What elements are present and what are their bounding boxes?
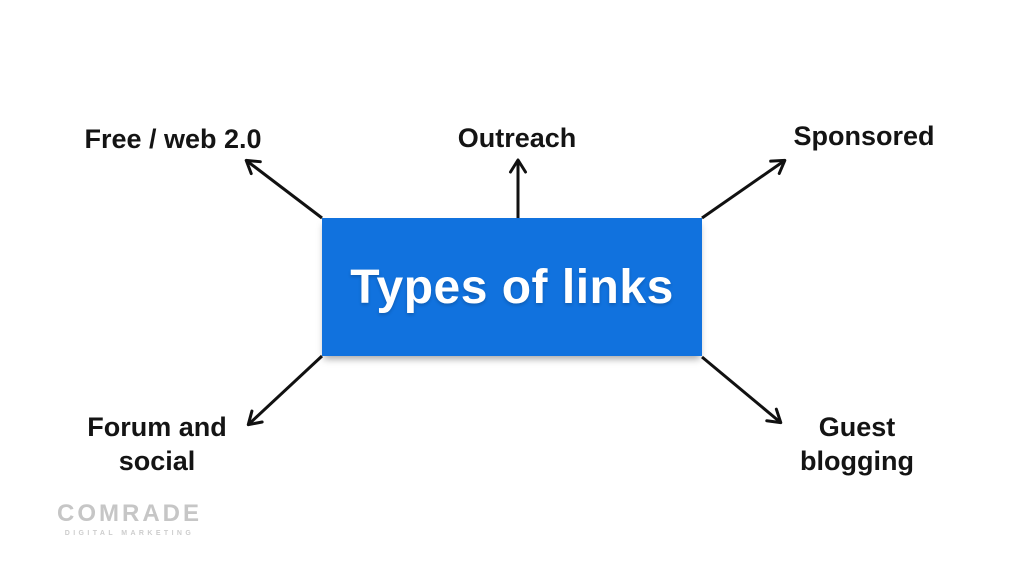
branch-label-forum-and-social: Forum and social [87, 412, 227, 476]
arrow-to-free-web-20 [244, 158, 323, 220]
center-node: Types of links [322, 218, 702, 356]
branch-label-free-web-20: Free / web 2.0 [84, 124, 262, 154]
comrade-logo-name: COMRADE [57, 500, 202, 527]
arrow-to-guest-blogging [701, 355, 783, 425]
arrow-to-forum-social [246, 354, 324, 427]
center-node-label: Types of links [350, 260, 674, 314]
branch-label-outreach: Outreach [457, 123, 577, 153]
comrade-logo: COMRADE DIGITAL MARKETING [57, 500, 202, 538]
branch-label-sponsored: Sponsored [793, 121, 935, 151]
branch-label-guest-blogging: Guest blogging [800, 412, 914, 476]
arrow-to-sponsored [701, 158, 787, 220]
comrade-logo-tagline: DIGITAL MARKETING [64, 530, 195, 537]
